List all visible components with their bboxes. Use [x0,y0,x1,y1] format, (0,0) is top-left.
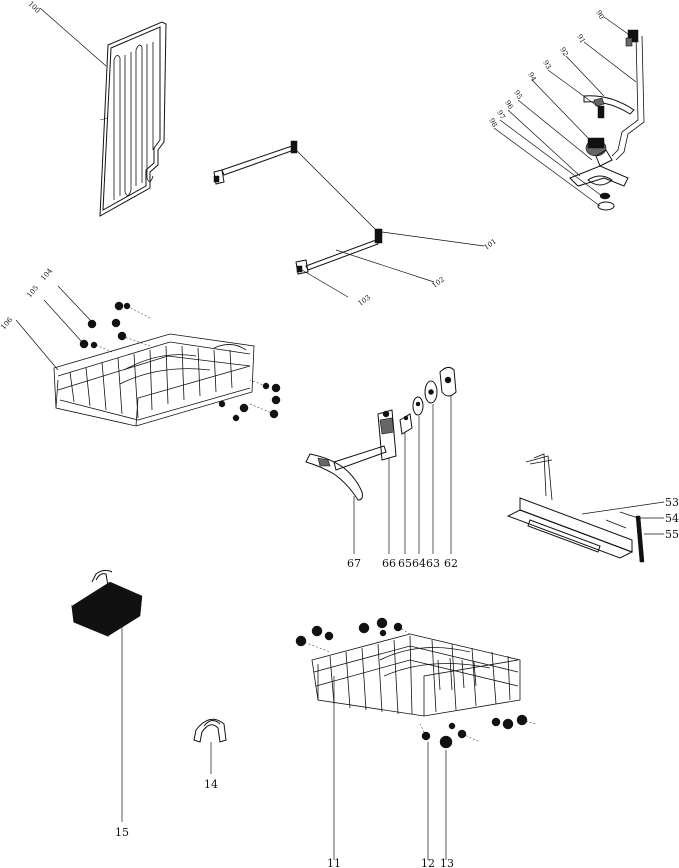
callout-63: 63 [426,557,440,570]
callout-14: 14 [204,778,218,791]
callout-104: 104 [39,266,54,282]
part-11-lower-basket [311,633,521,717]
leader-92 [565,55,605,97]
callout-11: 11 [327,857,341,868]
callout-91: 91 [575,33,586,45]
callout-96: 96 [503,99,515,111]
leader-90 [603,16,629,35]
part-104-105-basket-wheels [79,301,281,422]
callout-102: 102 [431,275,447,289]
leader-95 [517,99,593,161]
callout-105: 105 [25,284,40,299]
callout-53: 53 [665,496,679,509]
callout-94: 94 [526,71,538,83]
part-53-55-guide-rail [506,453,645,563]
part-106-upper-basket [53,333,255,427]
leader-91 [583,41,637,83]
leader-103 [301,269,349,298]
part-12-13-basket-wheels [295,617,537,749]
callout-92: 92 [558,46,569,58]
leader-102 [335,249,435,283]
callout-103: 103 [357,293,373,307]
leader-96 [507,109,581,177]
leader-100 [39,7,107,67]
callout-64: 64 [412,557,426,570]
leader-53 [581,501,665,515]
callout-62: 62 [444,557,458,570]
leader-101-link [295,149,379,233]
part-90-98-upper-spray-assembly [569,29,645,211]
callout-13: 13 [440,857,454,868]
callout-67: 67 [347,557,361,570]
leader-104 [57,285,93,323]
part-15-cutlery-basket [71,569,143,637]
leader-94 [531,79,591,141]
callout-55: 55 [665,528,679,541]
part-101-103-rails [213,140,383,275]
callout-101: 101 [483,237,499,251]
callout-65: 65 [398,557,412,570]
leader-101 [381,231,485,247]
part-100-side-panel [99,21,167,217]
leader-98 [493,127,601,207]
callout-93: 93 [541,59,552,71]
callout-100: 100 [27,0,42,15]
part-14-clip [193,718,227,743]
part-62-67-spray-arm-assembly [305,366,457,501]
leader-97 [499,119,603,197]
callout-106: 106 [0,315,14,331]
callout-90: 90 [594,9,605,21]
callout-66: 66 [382,557,396,570]
leader-105 [43,299,83,343]
callout-54: 54 [665,512,679,525]
callout-15: 15 [115,826,129,839]
leader-106 [15,319,59,371]
callout-98: 98 [487,117,498,129]
callout-95: 95 [512,89,523,101]
callout-12: 12 [421,857,435,868]
callout-97: 97 [495,109,506,121]
leader-93 [547,69,601,109]
